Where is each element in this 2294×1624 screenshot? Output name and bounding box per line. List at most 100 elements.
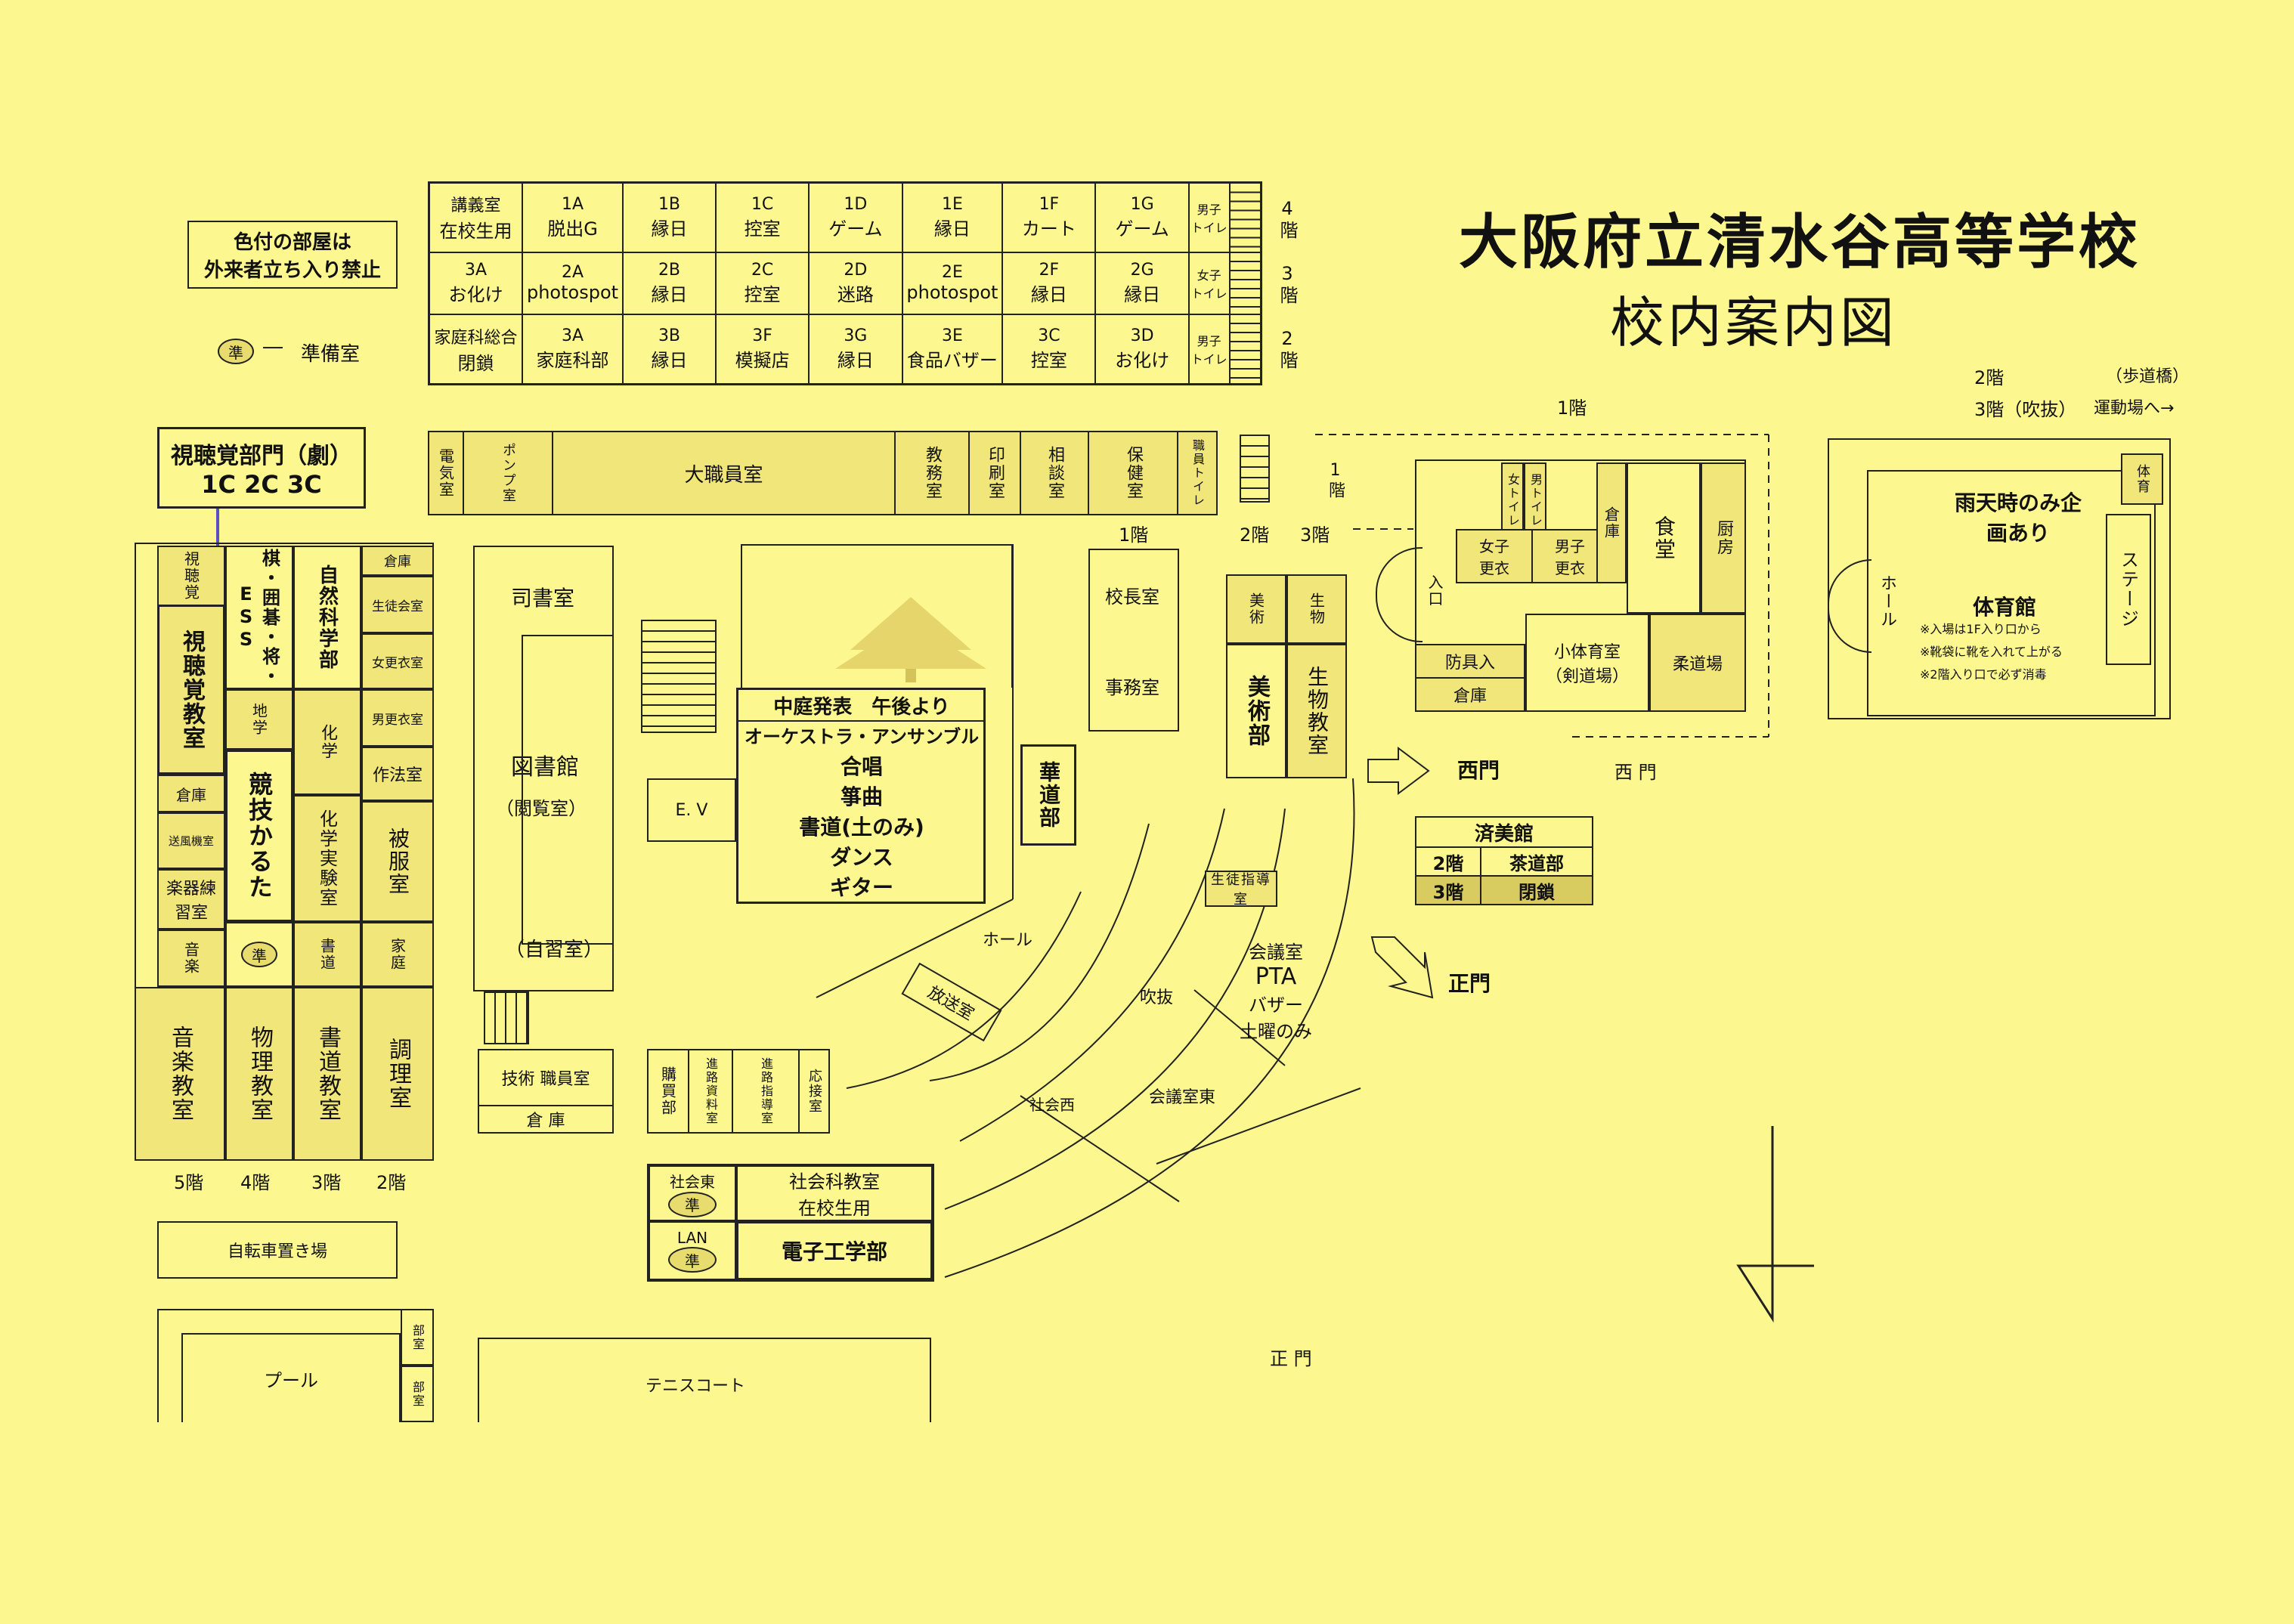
cell-code: 3G <box>844 326 868 346</box>
tennis-court: テニスコート <box>478 1338 931 1422</box>
room-calligraphy: 書道教室 <box>293 987 361 1161</box>
courtyard-outline <box>741 544 1013 688</box>
cell-use: 控室 <box>744 218 781 240</box>
social-room: 社会科教室 在校生用 <box>736 1165 933 1221</box>
toilet-a: 女子 <box>1197 268 1221 283</box>
main-gate-arrow-label: 正門 <box>1448 971 1491 996</box>
room-av-prep: 視聴覚 <box>157 546 225 606</box>
label-4f: 4階 <box>240 1172 271 1193</box>
cell-code: 2F <box>1039 260 1060 280</box>
grid-cell: 講義室在校生用 <box>428 181 524 253</box>
cell-use: 食品バザー <box>906 350 998 372</box>
cell-code: 3C <box>1038 326 1060 346</box>
club-room-2: 部室 <box>401 1366 434 1422</box>
gym-3f: 3階（吹抜） <box>1974 399 2077 420</box>
room-staff-toilet: 職員トイレ <box>1177 431 1218 515</box>
room-chem-lab: 化学実験室 <box>293 795 361 922</box>
meeting-bazaar: バザー <box>1249 995 1303 1016</box>
room-student-council: 生徒会室 <box>361 576 434 633</box>
room-office: 事務室 <box>1105 677 1159 698</box>
prep-room-symbol: 準 <box>218 339 254 364</box>
cafe-boys-toilet: 男トイレ <box>1524 462 1546 538</box>
restriction-notice: 色付の部屋は 外来者立ち入り禁止 <box>187 221 398 289</box>
room-sewing: 被服室 <box>361 801 434 922</box>
av-classes: 1C 2C 3C <box>201 470 322 499</box>
room-etiquette: 作法室 <box>361 747 434 801</box>
cell-use: 脱出G <box>547 218 598 240</box>
gym-2f: 2階 <box>1974 367 2005 388</box>
label-2f-b: 2階 <box>376 1172 407 1193</box>
saibi-3f-use: 閉鎖 <box>1480 875 1593 905</box>
main-gate-bottom: 正 門 <box>1270 1348 1312 1369</box>
cell-code: 2D <box>844 260 868 280</box>
gym-hall: ホール <box>1878 574 1896 629</box>
small-gym-label: 小体育室 <box>1553 643 1621 662</box>
admin-stair-label: 1階 <box>1326 461 1345 500</box>
gym-note: ※靴袋に靴を入れて上がる <box>1920 645 2063 659</box>
courtyard-act: 書道(土のみ) <box>799 815 924 840</box>
cell-code: 1B <box>658 194 681 214</box>
room-career-data: 進路資料室 <box>688 1049 733 1134</box>
gym-note: ※入場は1F入り口から <box>1920 622 2042 636</box>
legend-label: 準備室 <box>301 343 361 366</box>
cell-use: 閉鎖 <box>457 352 494 374</box>
room-blower: 送風機室 <box>157 812 225 869</box>
cell-use: photospot <box>906 282 998 304</box>
room-electric: 電気室 <box>428 431 464 515</box>
courtyard: 中庭発表 午後より オーケストラ・アンサンブル合唱箏曲書道(土のみ)ダンスギター <box>736 688 986 904</box>
cell-use: お化け <box>448 283 503 305</box>
cafe-boys-change: 男子更衣 <box>1531 529 1608 583</box>
gym-prep: 体育 <box>2121 453 2163 505</box>
room-physics: 物理教室 <box>225 987 293 1161</box>
cell-code: 2B <box>658 260 681 280</box>
cafe-girls-change: 女子更衣 <box>1456 529 1533 583</box>
room-academic: 教務室 <box>894 431 970 515</box>
gym-rain-1: 雨天時のみ企 <box>1954 490 2082 515</box>
room-home-prep: 家庭 <box>361 922 434 987</box>
meeting-pta: PTA <box>1255 964 1297 990</box>
kendo-label: （剣道場） <box>1545 667 1629 686</box>
room-art-club: 美術部 <box>1226 644 1286 778</box>
cafe-storage: 倉庫 <box>1596 462 1627 583</box>
room-instrument: 楽器練習室 <box>157 869 225 930</box>
toilet-b: トイレ <box>1190 286 1227 301</box>
cell-use: 縁日 <box>933 218 971 240</box>
west-gate-arrow-label: 西門 <box>1457 758 1500 783</box>
elevator: E. V <box>647 778 736 842</box>
cell-use: 縁日 <box>651 350 688 372</box>
audio-visual-dept: 視聴覚部門（劇） 1C 2C 3C <box>157 427 366 509</box>
saibi-2f: 2階 <box>1415 846 1481 877</box>
room-art-prep: 美術 <box>1226 574 1286 644</box>
room-kado: 華道部 <box>1020 744 1076 846</box>
notice-line1: 色付の部屋は <box>233 231 351 254</box>
label-5f: 5階 <box>174 1172 204 1193</box>
lan-label: LAN <box>676 1229 708 1247</box>
label-fukinuke: 吹抜 <box>1140 988 1174 1007</box>
cell-use: ゲーム <box>828 218 883 240</box>
admin-stairs <box>1240 435 1270 503</box>
room-shop: 購買部 <box>647 1049 689 1134</box>
courtyard-act: 合唱 <box>840 754 883 779</box>
room-karuta: 競技かるた <box>225 750 293 922</box>
room-boys-change: 男更衣室 <box>361 689 434 747</box>
gym-name: 体育館 <box>1973 595 2037 620</box>
room-health: 保健室 <box>1088 431 1178 515</box>
library-study: （自習室） <box>505 939 604 961</box>
room-music: 音楽教室 <box>135 987 225 1161</box>
library-stairs <box>484 991 529 1044</box>
map-subtitle: 校内案内図 <box>1610 291 1898 354</box>
room-print: 印刷室 <box>968 431 1021 515</box>
cell-use: 縁日 <box>1124 283 1161 305</box>
room-storage-c: 倉 庫 <box>478 1105 614 1134</box>
